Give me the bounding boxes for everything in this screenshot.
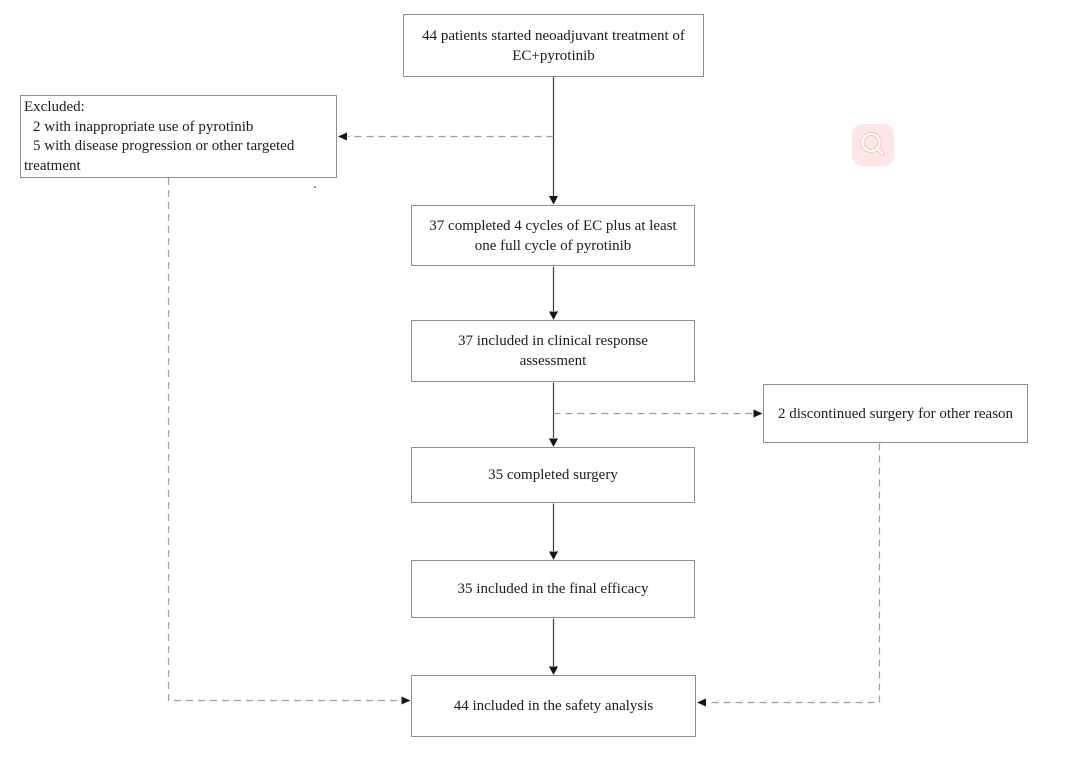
node-safety-analysis-label: 44 included in the safety analysis: [453, 698, 654, 714]
arrowhead-down-icon: [549, 438, 558, 447]
node-safety-analysis: 44 included in the safety analysis: [411, 675, 696, 737]
node-discontinued-surgery: 2 discontinued surgery for other reason: [763, 384, 1028, 443]
excluded-item: 5 with disease progression or other targ…: [24, 138, 295, 174]
stray-dot: .: [313, 176, 317, 192]
excluded-title: Excluded:: [24, 99, 85, 115]
connector-excluded-to-safety: [167, 178, 400, 702]
node-clinical-response-label: 37 included in clinical response assessm…: [458, 333, 648, 369]
arrowhead-right-icon: [401, 696, 411, 705]
excluded-item: 2 with inappropriate use of pyrotinib: [33, 118, 254, 135]
node-cycles-label: 37 completed 4 cycles of EC plus at leas…: [429, 217, 677, 254]
search-button[interactable]: [852, 124, 894, 166]
arrowhead-right-icon: [753, 409, 763, 418]
node-final-efficacy-label: 35 included in the final efficacy: [457, 581, 649, 597]
arrowhead-down-icon: [549, 551, 558, 560]
node-completed-surgery-label: 35 completed surgery: [488, 467, 618, 483]
node-clinical-response: 37 included in clinical response assessm…: [411, 320, 695, 382]
arrowhead-down-icon: [549, 196, 558, 205]
arrowhead-down-icon: [549, 666, 558, 675]
node-completed-surgery: 35 completed surgery: [411, 447, 695, 503]
node-start: 44 patients started neoadjuvant treatmen…: [403, 14, 704, 77]
node-discontinued-surgery-label: 2 discontinued surgery for other reason: [777, 405, 1014, 422]
node-cycles: 37 completed 4 cycles of EC plus at leas…: [411, 205, 695, 266]
node-final-efficacy: 35 included in the final efficacy: [411, 560, 695, 618]
arrowhead-down-icon: [549, 311, 558, 320]
node-excluded: Excluded: 2 with inappropriate use of py…: [20, 95, 337, 178]
arrowhead-left-icon: [697, 698, 706, 707]
arrowhead-left-icon: [338, 132, 347, 141]
search-icon: [860, 131, 885, 157]
node-start-label: 44 patients started neoadjuvant treatmen…: [422, 27, 685, 64]
connector-discontinued-to-safety: [707, 443, 881, 704]
